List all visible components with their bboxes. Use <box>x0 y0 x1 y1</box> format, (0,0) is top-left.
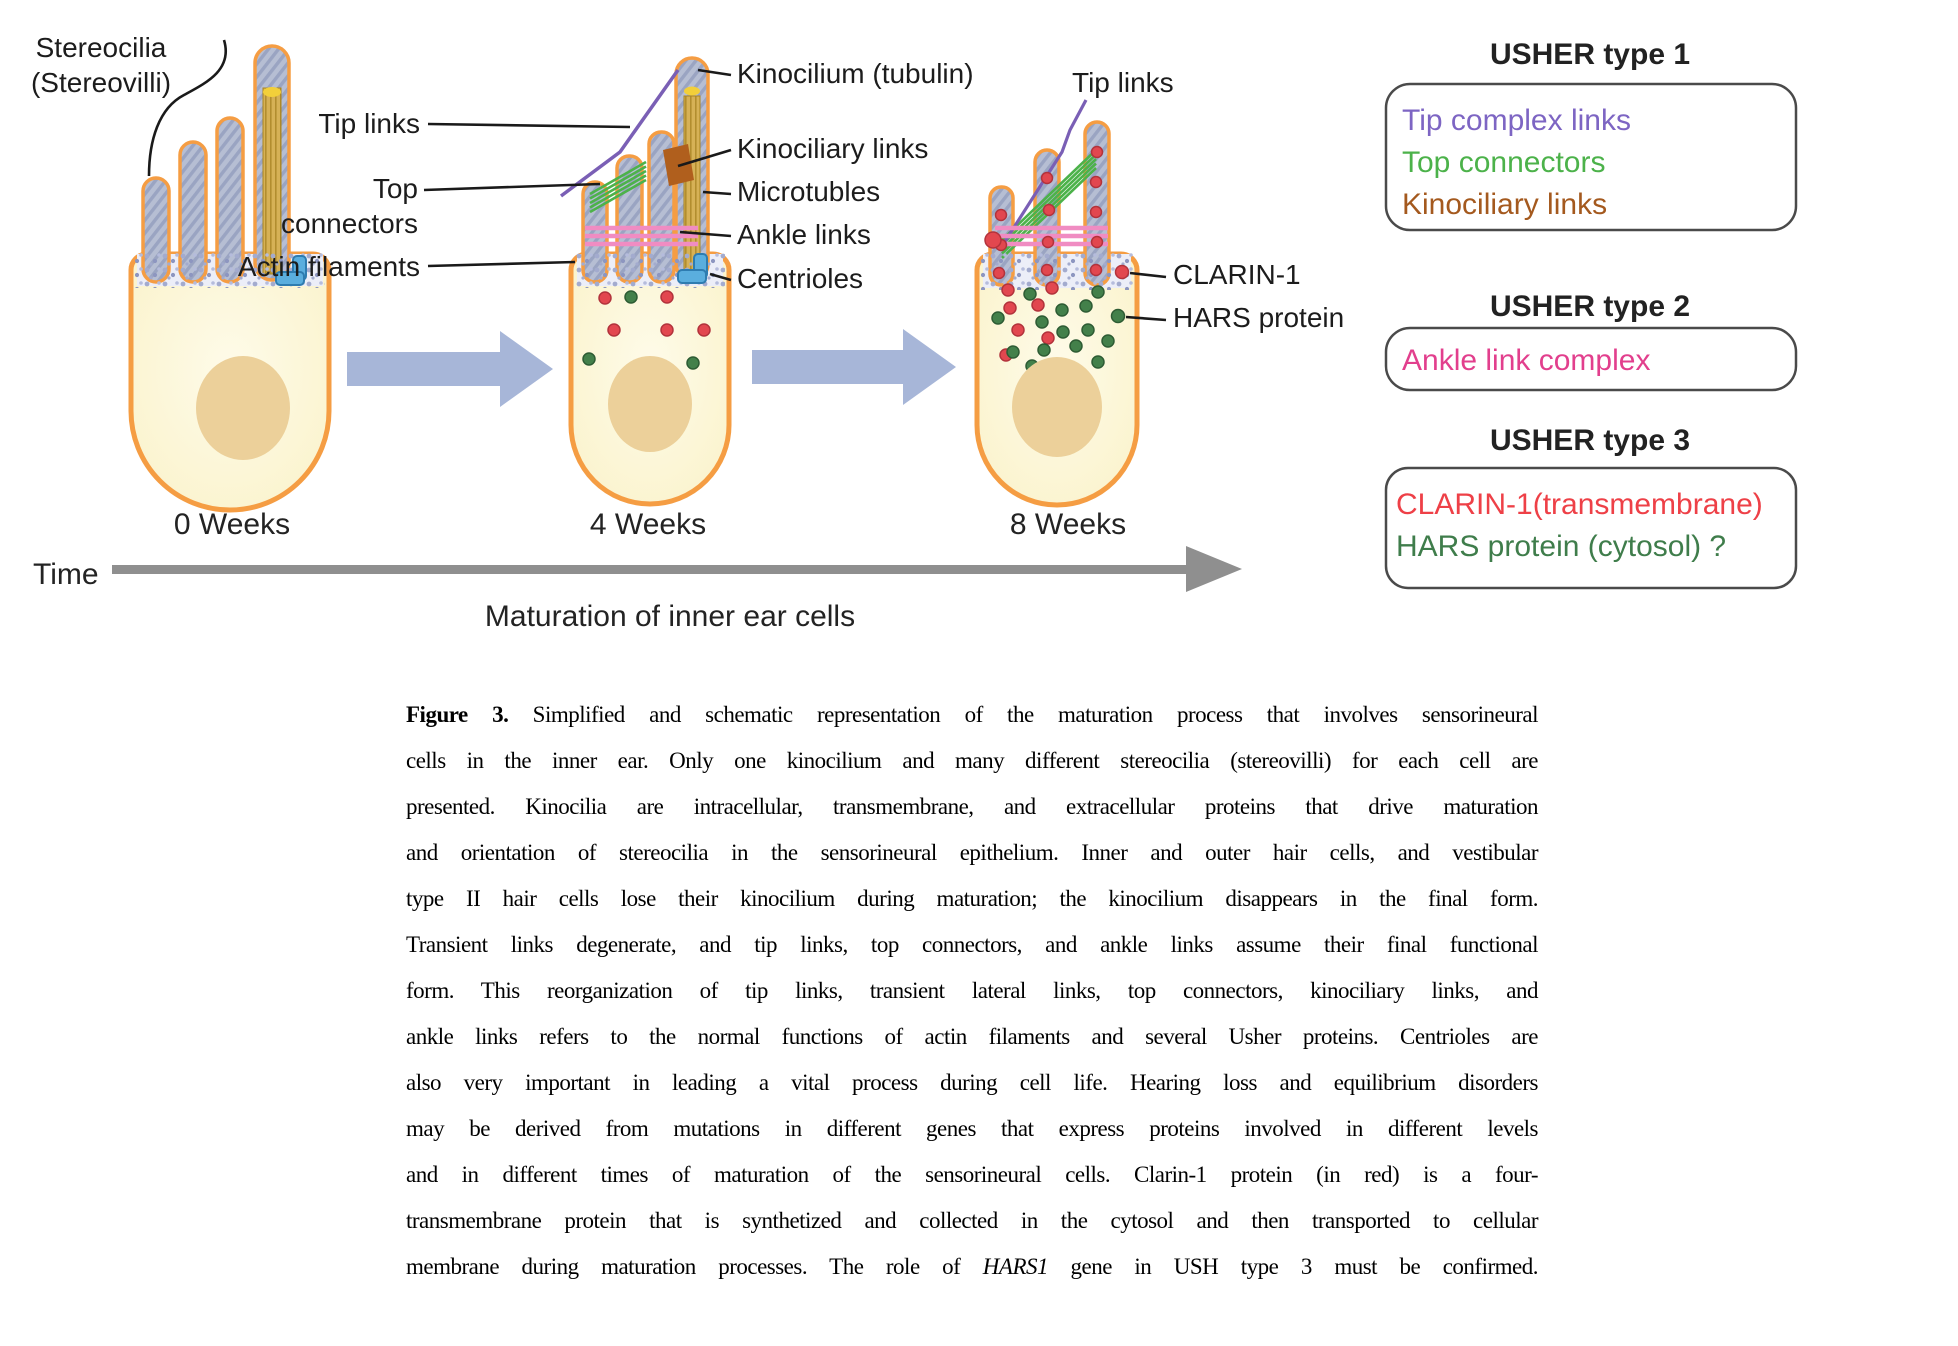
stereocilia-brace <box>147 39 227 177</box>
top-connectors-pointer <box>423 182 601 192</box>
caption-line: and in different times of maturation of … <box>406 1162 1539 1187</box>
centrioles-label: Centrioles <box>737 263 863 294</box>
centriole <box>677 253 708 284</box>
actin-filaments-pointer <box>427 260 576 268</box>
usher-type-3-box <box>1384 466 1798 590</box>
legend-ankle-link-complex: Ankle link complex <box>1402 344 1650 377</box>
legend-hars-protein-cytosol: HARS protein (cytosol) ? <box>1396 530 1726 563</box>
kinocilium-pointer <box>697 68 732 77</box>
clarin1-pointer <box>1129 271 1167 279</box>
microtubles-label: Microtubles <box>737 176 880 207</box>
usher-type-3-title: USHER type 3 <box>1490 424 1690 457</box>
legend-clarin1-transmembrane: CLARIN-1(transmembrane) <box>1396 488 1763 521</box>
caption-line: transmembrane protein that is synthetize… <box>406 1208 1539 1233</box>
maturation-axis-caption: Maturation of inner ear cells <box>485 600 855 633</box>
time-axis-arrowhead-icon <box>1186 546 1242 592</box>
caption-line: form. This reorganization of tip links, … <box>406 978 1539 1003</box>
microtubles-pointer <box>702 190 732 196</box>
caption-line: membrane during maturation processes. Th… <box>406 1244 1539 1290</box>
basal-body <box>684 86 700 96</box>
clarin-dots <box>598 290 711 337</box>
nucleus <box>1012 357 1102 457</box>
clarin1-label: CLARIN-1 <box>1173 259 1301 290</box>
basal-body <box>263 87 281 97</box>
stereocilia-label-line2: (Stereovilli) <box>31 67 171 98</box>
legend-tip-complex-links: Tip complex links <box>1402 104 1631 137</box>
kinocilium-label: Kinocilium (tubulin) <box>737 58 974 89</box>
centrioles-pointer <box>709 272 732 282</box>
usher-type-1-title: USHER type 1 <box>1490 38 1690 71</box>
caption-line: cells in the inner ear. Only one kinocil… <box>406 748 1539 773</box>
stereocilia-label-line1: Stereocilia <box>36 32 167 63</box>
transition-arrow-1 <box>347 331 553 407</box>
ankle-links-label: Ankle links <box>737 219 871 250</box>
ankle-links <box>585 225 698 247</box>
caption-line: and orientation of stereocilia in the se… <box>406 840 1539 865</box>
legend-usher-type-2: USHER type 2 Ankle link complex <box>1384 290 1798 392</box>
tip-links-purple-label: Tip links <box>1072 67 1174 98</box>
usher-type-1-box <box>1384 82 1798 232</box>
usher-type-2-box <box>1384 326 1798 392</box>
kinociliary-links-pointer <box>677 148 732 168</box>
caption-text: Simplified and schematic representation … <box>532 702 1539 727</box>
caption-line: ankle links refers to the normal functio… <box>406 1024 1539 1049</box>
top-connectors <box>589 160 647 214</box>
caption-line: Transient links degenerate, and tip link… <box>406 932 1539 957</box>
caption-text: membrane during maturation processes. Th… <box>406 1254 983 1279</box>
top-connectors-label-line1: Top <box>373 173 418 204</box>
usher-type-2-title: USHER type 2 <box>1490 290 1690 323</box>
tip-links-line <box>559 68 680 198</box>
caption-text: gene in USH type 3 must be confirmed. <box>1048 1254 1538 1279</box>
hars-pointer <box>1125 315 1167 322</box>
figure-caption: Figure 3. Simplified and schematic repre… <box>406 692 1539 1290</box>
kinocilium <box>253 44 291 282</box>
legend-kinociliary-links: Kinociliary links <box>1402 188 1607 221</box>
caption-line: Figure 3. Simplified and schematic repre… <box>406 692 1539 738</box>
time-axis-shaft <box>112 565 1188 574</box>
hars-protein-label: HARS protein <box>1173 302 1344 333</box>
actin-filaments-label: Actin filaments <box>238 251 420 282</box>
legend-top-connectors: Top connectors <box>1402 146 1605 179</box>
hair-cell-0-weeks <box>128 44 332 513</box>
kinociliary-links-label: Kinociliary links <box>737 133 928 164</box>
caption-line: type II hair cells lose their kinocilium… <box>406 886 1539 911</box>
ankle-links-pointer <box>679 230 732 238</box>
legend-usher-type-3: USHER type 3 CLARIN-1(transmembrane) HAR… <box>1384 424 1798 590</box>
week-label-4: 4 Weeks <box>590 508 706 541</box>
week-label-0: 0 Weeks <box>174 508 290 541</box>
tip-links-line <box>1002 99 1088 244</box>
nucleus <box>608 356 692 452</box>
caption-figure-label: Figure 3. <box>406 702 509 727</box>
week-label-8: 8 Weeks <box>1010 508 1126 541</box>
caption-line: may be derived from mutations in differe… <box>406 1116 1539 1141</box>
hair-cell-4-weeks <box>559 56 732 507</box>
caption-line: presented. Kinocilia are intracellular, … <box>406 794 1539 819</box>
hars-dots <box>991 285 1126 373</box>
clarin-dots <box>984 145 1130 362</box>
legend-usher-type-1: USHER type 1 Tip complex links Top conne… <box>1384 38 1798 232</box>
top-connectors-label-line2: connectors <box>281 208 418 239</box>
caption-hars1-italic: HARS1 <box>982 1254 1049 1279</box>
time-axis: Time Maturation of inner ear cells <box>33 546 1242 633</box>
centriole <box>275 255 307 286</box>
maturation-diagram: Stereocilia (Stereovilli) Tip links Top … <box>31 32 1798 633</box>
hars-dots <box>582 290 700 370</box>
tip-links-label: Tip links <box>318 108 420 139</box>
nucleus <box>196 356 290 460</box>
hair-cell-8-weeks <box>974 99 1140 508</box>
time-label: Time <box>33 558 99 591</box>
tip-links-pointer <box>427 122 631 129</box>
transition-arrow-2 <box>752 329 956 405</box>
caption-line: also very important in leading a vital p… <box>406 1070 1539 1095</box>
